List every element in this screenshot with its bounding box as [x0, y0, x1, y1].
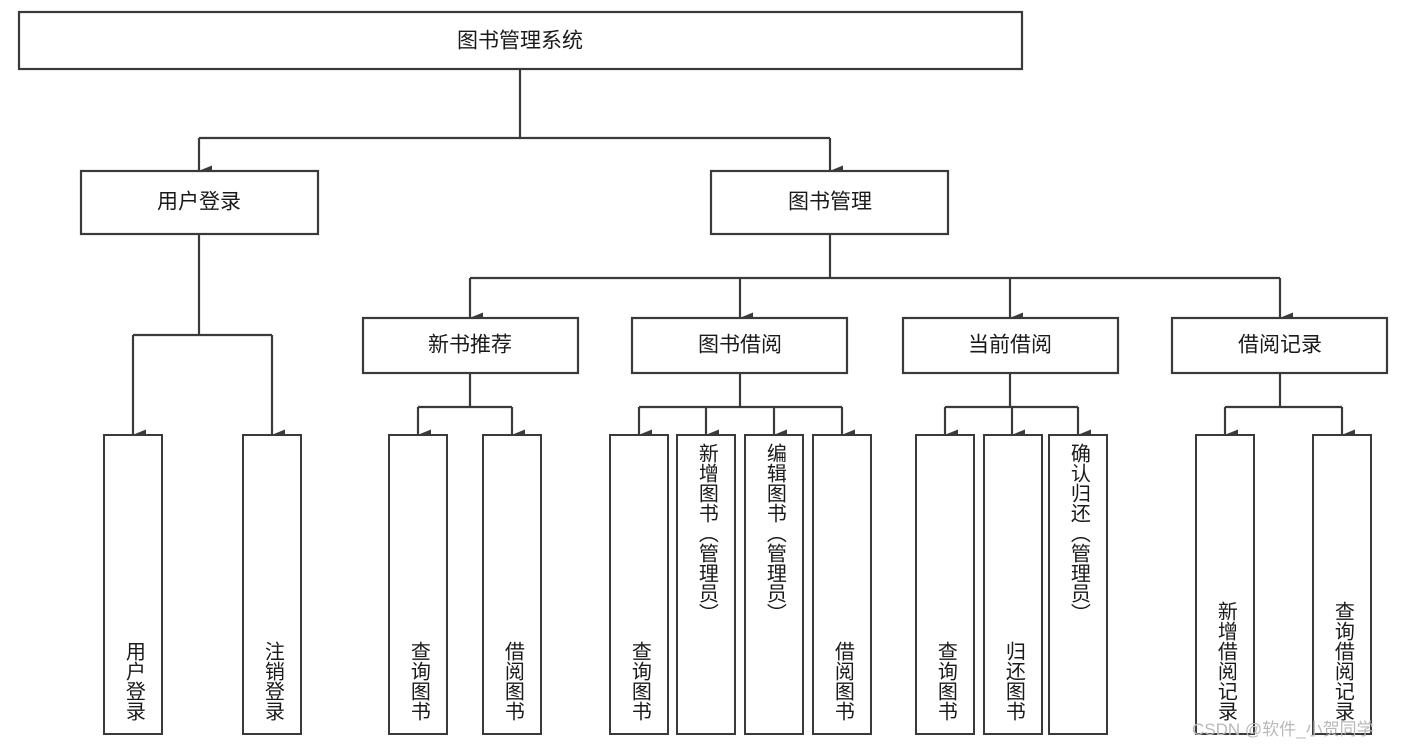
- connector-group-book-borrow: [637, 373, 855, 441]
- leaf-label-cell-query-book-borrow: 查询图书: [610, 435, 668, 721]
- node-current-borrow[interactable]: 当前借阅: [901, 316, 1120, 375]
- leaf-label-confirm-return-admin: 确认归还（管理员）: [1067, 443, 1090, 623]
- leaf-label-cell-query-borrow-record: 查询借阅记录: [1313, 435, 1371, 721]
- node-book-management-box: [709, 169, 950, 236]
- leaf-box-add-book-admin[interactable]: [676, 434, 736, 735]
- leaf-box-query-book-newbook[interactable]: [388, 434, 448, 735]
- leaf-label-borrow-book: 借阅图书: [831, 641, 854, 721]
- leaf-box-edit-book-admin[interactable]: [744, 434, 804, 735]
- leaf-box-logout[interactable]: [242, 434, 302, 735]
- leaf-label-cell-edit-book-admin: 编辑图书（管理员）: [745, 443, 803, 729]
- leaf-label-query-book-newbook: 查询图书: [407, 641, 430, 721]
- leaf-box-query-borrow-record[interactable]: [1312, 434, 1372, 735]
- node-root-box: [17, 10, 1024, 71]
- node-borrow-record-box: [1170, 316, 1389, 375]
- leaf-label-borrow-book-newbook: 借阅图书: [501, 641, 524, 721]
- connector-group-root: [197, 69, 843, 177]
- node-book-management[interactable]: 图书管理: [709, 169, 950, 236]
- node-user-login-box: [79, 169, 320, 236]
- leaf-label-logout: 注销登录: [261, 641, 284, 721]
- node-root-label: 图书管理系统: [457, 30, 583, 53]
- leaf-label-query-borrow-record: 查询借阅记录: [1331, 601, 1354, 721]
- node-borrow-record[interactable]: 借阅记录: [1170, 316, 1389, 375]
- node-borrow-record-label: 借阅记录: [1238, 334, 1322, 357]
- leaf-label-cell-add-borrow-record: 新增借阅记录: [1196, 435, 1254, 721]
- leaf-label-add-borrow-record: 新增借阅记录: [1214, 601, 1237, 721]
- node-new-book-recommend-box: [361, 316, 580, 375]
- leaf-label-user-login: 用户登录: [122, 641, 145, 721]
- leaf-box-query-book-borrow[interactable]: [609, 434, 669, 735]
- leaf-label-cell-return-book: 归还图书: [984, 435, 1042, 721]
- leaf-box-borrow-book-newbook[interactable]: [482, 434, 542, 735]
- leaf-label-cell-user-login: 用户登录: [104, 435, 162, 721]
- connector-group-book-management: [468, 234, 1293, 324]
- leaf-boxes-group: [103, 434, 1372, 735]
- connector-group-borrow-record: [1223, 373, 1355, 441]
- leaf-label-query-book-current: 查询图书: [934, 641, 957, 721]
- leaf-label-cell-add-book-admin: 新增图书（管理员）: [677, 443, 735, 729]
- node-current-borrow-label: 当前借阅: [968, 334, 1052, 357]
- leaf-box-borrow-book[interactable]: [812, 434, 872, 735]
- leaf-label-query-book-borrow: 查询图书: [628, 641, 651, 721]
- node-book-borrow-label: 图书借阅: [698, 334, 782, 357]
- node-user-login-label: 用户登录: [157, 191, 241, 214]
- leaf-label-add-book-admin: 新增图书（管理员）: [695, 443, 718, 623]
- node-user-login[interactable]: 用户登录: [79, 169, 320, 236]
- leaf-box-user-login[interactable]: [103, 434, 163, 735]
- leaf-label-cell-query-book-current: 查询图书: [916, 435, 974, 721]
- leaf-box-return-book[interactable]: [983, 434, 1043, 735]
- node-new-book-recommend-label: 新书推荐: [428, 334, 512, 357]
- node-new-book-recommend[interactable]: 新书推荐: [361, 316, 580, 375]
- connector-group-user-login: [131, 234, 285, 441]
- node-root-book-management-system[interactable]: 图书管理系统: [17, 10, 1024, 71]
- leaf-label-edit-book-admin: 编辑图书（管理员）: [763, 443, 786, 623]
- node-book-management-label: 图书管理: [788, 191, 872, 214]
- leaf-box-query-book-current[interactable]: [915, 434, 975, 735]
- leaf-label-cell-query-book-newbook: 查询图书: [389, 435, 447, 721]
- connector-group-current-borrow: [943, 373, 1091, 441]
- leaf-label-cell-confirm-return-admin: 确认归还（管理员）: [1049, 443, 1107, 729]
- leaf-label-cell-logout: 注销登录: [243, 435, 301, 721]
- leaf-box-add-borrow-record[interactable]: [1195, 434, 1255, 735]
- node-book-borrow-box: [630, 316, 849, 375]
- leaf-box-confirm-return-admin[interactable]: [1048, 434, 1108, 735]
- leaf-label-cell-borrow-book-newbook: 借阅图书: [483, 435, 541, 721]
- leaf-label-return-book: 归还图书: [1002, 641, 1025, 721]
- leaf-label-cell-borrow-book: 借阅图书: [813, 435, 871, 721]
- node-book-borrow[interactable]: 图书借阅: [630, 316, 849, 375]
- connector-group-new-book: [416, 373, 525, 441]
- node-current-borrow-box: [901, 316, 1120, 375]
